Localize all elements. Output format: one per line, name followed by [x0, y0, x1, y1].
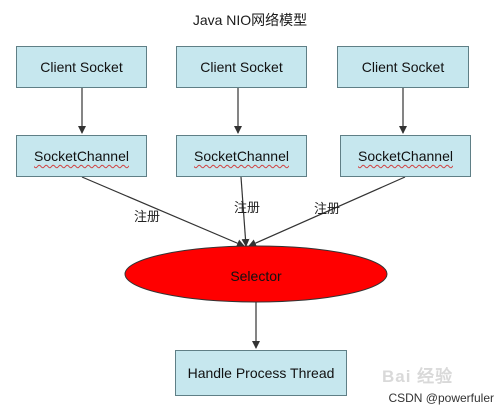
edge-channel3-selector — [248, 176, 406, 247]
csdn-watermark: CSDN @powerfuler — [388, 391, 494, 405]
client-socket-label: Client Socket — [40, 59, 123, 75]
client-socket-label: Client Socket — [361, 59, 445, 75]
diagram-title: Java NIO网络模型 — [192, 12, 308, 28]
edge-channel2-selector — [240, 176, 250, 247]
client-socket-label: Client Socket — [200, 59, 283, 75]
client-socket-box-1: Client Socket — [16, 46, 147, 88]
register-label-3: 注册 — [314, 201, 341, 216]
register-label-2: 注册 — [234, 200, 261, 215]
client-socket-box-2: Client Socket — [176, 46, 307, 88]
client-socket-box-3: Client Socket — [337, 46, 469, 88]
socket-channel-box-2: SocketChannel — [176, 135, 307, 177]
baidu-watermark: Bai 经验 — [382, 367, 454, 386]
socket-channel-box-3: SocketChannel — [340, 135, 471, 177]
socket-channel-label: SocketChannel — [194, 148, 289, 164]
socket-channel-box-1: SocketChannel — [16, 135, 147, 177]
handle-process-thread-box: Handle Process Thread — [175, 350, 347, 396]
edge-channel1-selector — [81, 176, 245, 247]
socket-channel-label: SocketChannel — [34, 148, 129, 164]
selector-label: Selector — [230, 268, 282, 284]
register-label-1: 注册 — [134, 209, 161, 224]
handle-process-thread-label: Handle Process Thread — [187, 365, 335, 381]
socket-channel-label: SocketChannel — [358, 148, 453, 164]
